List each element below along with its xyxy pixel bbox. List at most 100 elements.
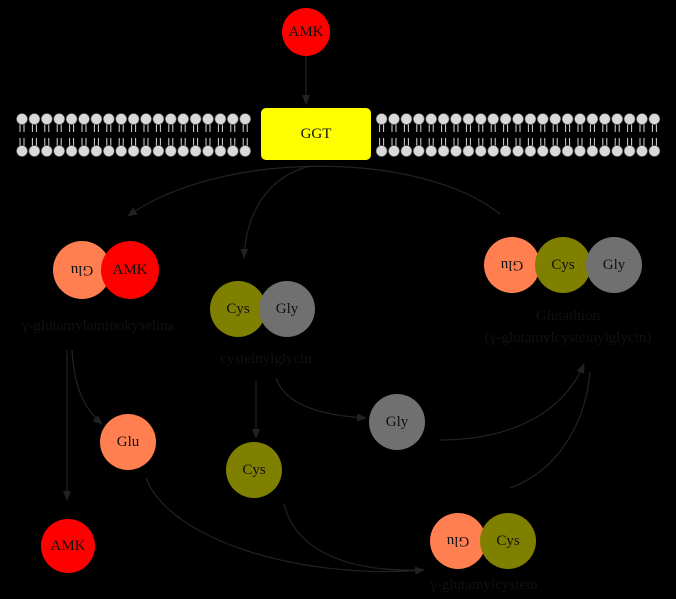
arrow-gsh-to-gamma-glu-amk	[127, 165, 501, 217]
cell-membrane	[16, 113, 661, 157]
lipid-head	[474, 145, 487, 157]
lipid-head	[512, 113, 524, 125]
gsh-glu-label: Glu	[500, 257, 523, 273]
lipid-head	[499, 145, 512, 157]
lipid-head	[40, 113, 53, 125]
lipid-head	[28, 145, 41, 157]
lipid-head	[388, 145, 400, 157]
lipid-head	[214, 113, 227, 125]
lipid-head	[524, 113, 537, 125]
lipid-head	[586, 145, 599, 157]
lipid-head	[78, 145, 90, 157]
lipid-head	[103, 113, 115, 125]
lipid-head	[549, 145, 562, 157]
lipid-head	[400, 113, 413, 125]
lipid-head	[623, 113, 636, 125]
lipid-head	[165, 113, 177, 125]
cys-free-label: Cys	[242, 462, 266, 478]
lipid-head	[227, 145, 239, 157]
lipid-head	[412, 145, 425, 157]
lipid-head	[487, 145, 500, 157]
lipid-head	[78, 113, 90, 125]
lipid-head	[561, 145, 574, 157]
lipid-head	[574, 113, 586, 125]
lipid-head	[227, 113, 239, 125]
lipid-head	[450, 145, 462, 157]
lipid-head	[127, 113, 140, 125]
ggt-enzyme-box	[261, 108, 371, 160]
lipid-head	[40, 145, 53, 157]
amk-bottom-label: AMK	[50, 538, 85, 554]
lipid-head	[189, 145, 202, 157]
cysgly-gly-node	[259, 281, 315, 337]
lipid-head	[152, 145, 165, 157]
ggt-label: GGT	[301, 126, 332, 142]
arrow-to-cysteinylglycine	[240, 165, 311, 259]
arrow-cysgly-to-gly	[275, 377, 367, 422]
lipid-head	[598, 113, 611, 125]
gamma-glutamyl-amino-acid-caption: γ-glutamylaminokyselina	[21, 318, 175, 334]
amk-top-label: AMK	[288, 24, 323, 40]
gsh-cys-label: Cys	[551, 257, 575, 273]
cysteinylglycine-caption: cysteinylglycin	[220, 351, 312, 367]
lipid-head	[611, 113, 624, 125]
lipid-head	[375, 145, 388, 157]
arrow-gamma-glucys-to-gsh	[509, 371, 591, 489]
lipid-head	[103, 145, 115, 157]
lipid-head	[28, 113, 41, 125]
lipid-head	[53, 113, 66, 125]
lipid-head	[536, 113, 549, 125]
lipid-head	[462, 145, 475, 157]
gglucys-cys-label: Cys	[496, 533, 520, 549]
lipid-head	[388, 113, 400, 125]
lipid-head	[499, 113, 512, 125]
cysgly-cys-node	[210, 281, 266, 337]
lipid-head	[189, 113, 202, 125]
gsh-glu-node	[484, 237, 540, 293]
cys-free-node	[226, 442, 282, 498]
lipid-head	[611, 145, 624, 157]
lipid-head	[152, 113, 165, 125]
gglucys-glu-node	[430, 513, 486, 569]
lipid-head	[16, 113, 28, 125]
gamma-glu-amk-amk-label: AMK	[112, 262, 147, 278]
lipid-head	[127, 145, 140, 157]
gsh-gly-node	[586, 237, 642, 293]
gly-free-node	[369, 394, 425, 450]
lipid-head	[177, 145, 189, 157]
lipid-head	[90, 113, 103, 125]
arrow-gly-to-gsh	[439, 363, 585, 441]
glu-free-node	[100, 414, 156, 470]
gamma-glu-amk-amk-node	[101, 241, 159, 299]
lipid-head	[202, 113, 214, 125]
lipid-head	[412, 113, 425, 125]
lipid-head	[177, 113, 189, 125]
lipid-head	[214, 145, 227, 157]
lipid-head	[239, 145, 251, 157]
lipid-head	[437, 145, 450, 157]
lipid-head	[16, 145, 28, 157]
lipid-head	[375, 113, 388, 125]
gly-free-label: Gly	[386, 414, 409, 430]
lipid-head	[623, 145, 636, 157]
lipid-head	[140, 145, 152, 157]
lipid-head	[115, 113, 127, 125]
glu-free-label: Glu	[117, 434, 140, 450]
gamma-glu-amk-glu-node	[53, 241, 111, 299]
lipid-head	[474, 113, 487, 125]
amk-bottom-node	[41, 519, 95, 573]
lipid-head	[636, 113, 648, 125]
glutathione-caption-line2: (γ-glutamylcysteinylglycin)	[485, 330, 652, 346]
lipid-head	[524, 145, 537, 157]
gamma-glutamylcysteine-caption: γ-glutamylcystein	[429, 577, 538, 593]
lipid-head	[574, 145, 586, 157]
lipid-head	[202, 145, 214, 157]
lipid-head	[140, 113, 152, 125]
arrow-gamma-to-glu	[71, 349, 103, 425]
lipid-head	[425, 145, 438, 157]
cysgly-cys-label: Cys	[226, 301, 250, 317]
gglucys-cys-node	[480, 513, 536, 569]
lipid-head	[636, 145, 648, 157]
lipid-head	[239, 113, 251, 125]
